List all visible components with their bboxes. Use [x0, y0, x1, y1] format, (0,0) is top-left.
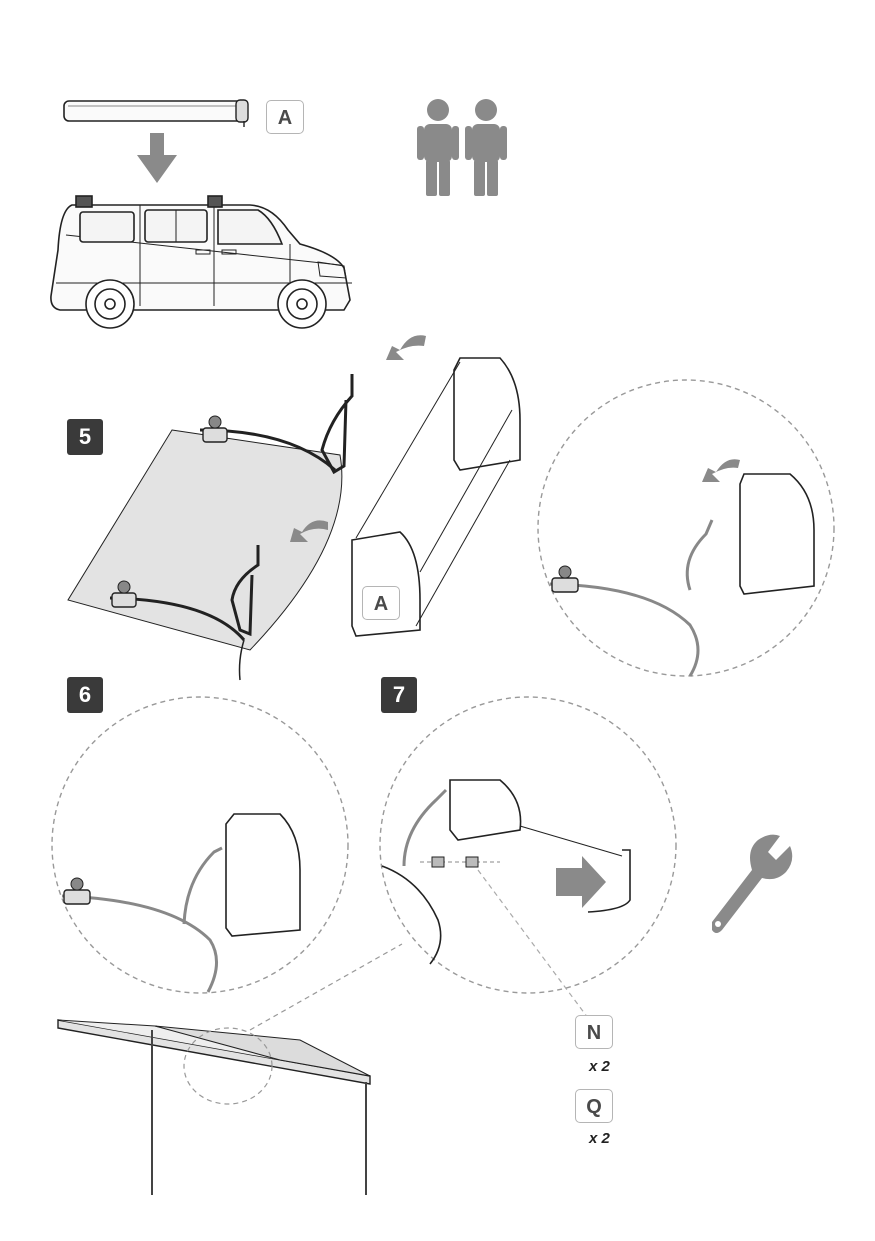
quantity-n: x 2	[589, 1058, 610, 1075]
part-label-a-top: A	[266, 100, 304, 134]
step-6-badge: 6	[67, 677, 103, 713]
part-label-q: Q	[575, 1089, 613, 1123]
wrench-icon	[712, 834, 793, 933]
awning-box	[63, 99, 249, 127]
step7-detail-circle	[379, 696, 677, 1019]
step5-detail-circle	[537, 379, 835, 677]
part-label-n: N	[575, 1015, 613, 1049]
van-illustration	[50, 195, 352, 329]
step-5-badge: 5	[67, 419, 103, 455]
quantity-q: x 2	[589, 1130, 610, 1147]
step-7-badge: 7	[381, 677, 417, 713]
part-label-a-step5: A	[362, 586, 400, 620]
two-persons-icon	[417, 99, 507, 196]
awning-overview	[57, 943, 403, 1195]
step6-detail-circle	[51, 696, 349, 994]
step5-awning-diagram	[67, 335, 521, 681]
arrow-down-icon	[137, 133, 177, 183]
